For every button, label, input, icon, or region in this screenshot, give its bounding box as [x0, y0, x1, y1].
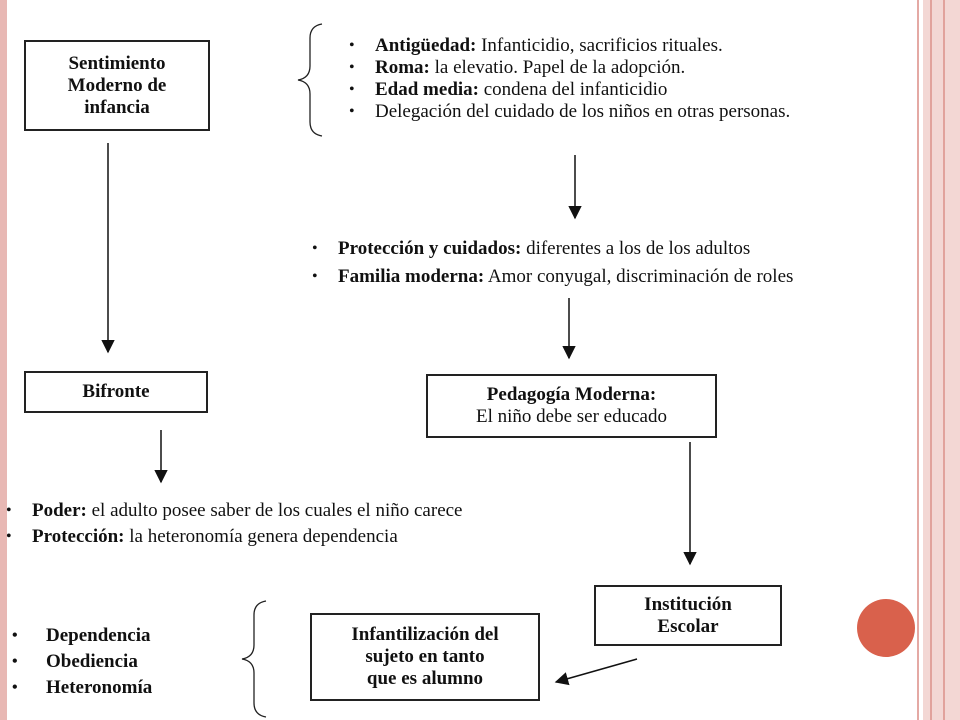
brace-history	[297, 23, 323, 137]
modern-list: Protección y cuidados: diferentes a los …	[308, 235, 793, 291]
node-line: Infantilización del	[351, 624, 499, 645]
node-line: Bifronte	[82, 381, 150, 402]
list-item: Edad media: condena del infanticidio	[345, 79, 790, 101]
list-item: Antigüedad: Infanticidio, sacrificios ri…	[345, 35, 790, 57]
node-line: Escolar	[657, 615, 719, 637]
node-subtitle: El niño debe ser educado	[476, 406, 667, 427]
node-line: Moderno de	[67, 74, 167, 96]
list-item: Poder: el adulto posee saber de los cual…	[2, 498, 463, 524]
list-item: Delegación del cuidado de los niños en o…	[345, 101, 790, 123]
history-list: Antigüedad: Infanticidio, sacrificios ri…	[345, 35, 790, 123]
slide-border-right-band	[923, 0, 960, 720]
node-line: infancia	[84, 96, 150, 118]
node-bifronte: Bifronte	[24, 371, 208, 413]
node-line: sujeto en tanto	[365, 646, 485, 667]
slide-border-left	[0, 0, 7, 720]
node-pedagogia-moderna: Pedagogía Moderna: El niño debe ser educ…	[426, 374, 717, 438]
list-item: Familia moderna: Amor conyugal, discrimi…	[308, 263, 793, 291]
list-item: Roma: la elevatio. Papel de la adopción.	[345, 57, 790, 79]
node-title: Pedagogía Moderna:	[486, 384, 657, 405]
slide-border-right-line	[943, 0, 945, 720]
outcome-list: Dependencia Obediencia Heteronomía	[8, 623, 152, 701]
list-item: Protección: la heteronomía genera depend…	[2, 524, 463, 550]
brace-outcomes	[241, 600, 267, 718]
node-line: que es alumno	[366, 668, 484, 689]
slide-border-right-line	[917, 0, 919, 720]
list-item: Heteronomía	[8, 675, 152, 701]
node-line: Sentimiento	[68, 52, 166, 74]
list-item: Protección y cuidados: diferentes a los …	[308, 235, 793, 263]
list-item: Dependencia	[8, 623, 152, 649]
decorative-circle	[857, 599, 915, 657]
node-sentimiento-moderno: Sentimiento Moderno de infancia	[24, 40, 210, 131]
arrow-institucion-to-infantilizacion	[554, 658, 638, 686]
slide-border-right-line	[930, 0, 932, 720]
list-item: Obediencia	[8, 649, 152, 675]
node-infantilizacion: Infantilización del sujeto en tanto que …	[310, 613, 540, 701]
bifronte-list: Poder: el adulto posee saber de los cual…	[2, 498, 463, 550]
node-line: Institución	[644, 593, 732, 615]
node-institucion-escolar: Institución Escolar	[594, 585, 782, 646]
